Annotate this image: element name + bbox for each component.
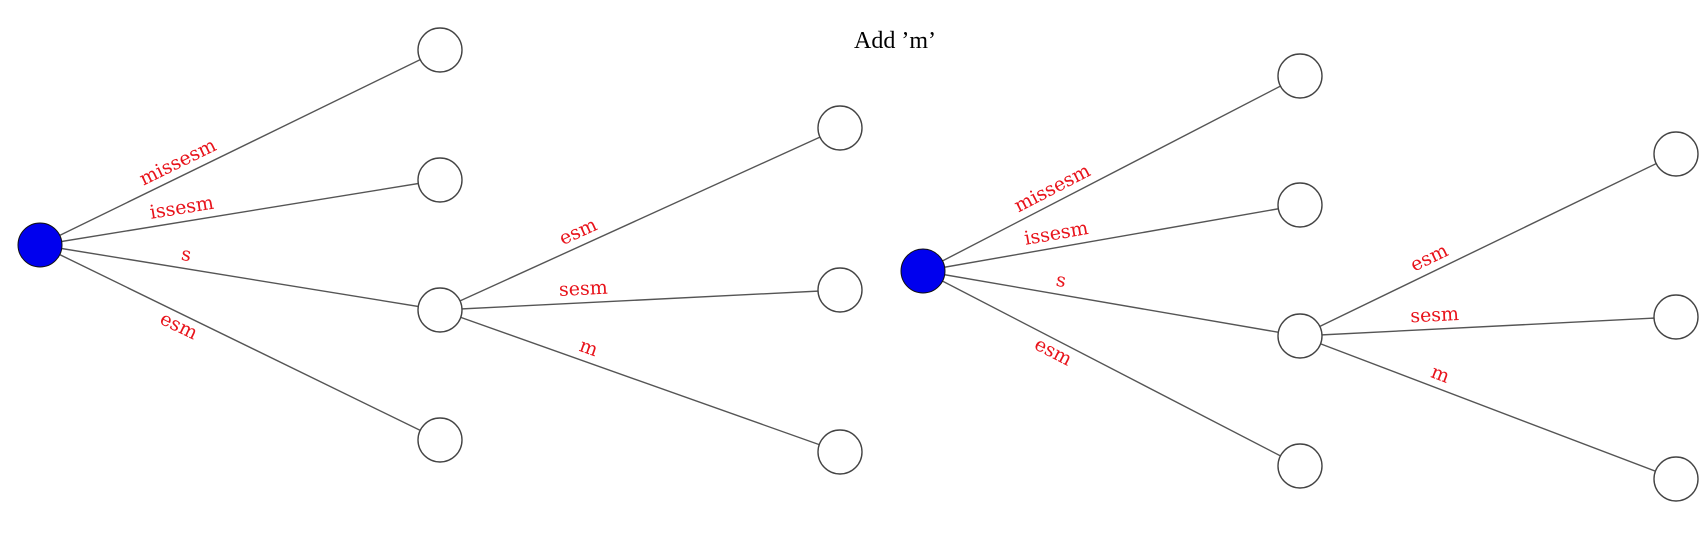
left-tree-leaf-node [817, 105, 863, 151]
right-tree-root-1-edge [922, 204, 1301, 272]
right-tree-branch-0-label: esm [1407, 239, 1452, 276]
right-tree-branch-1-label: sesm [1410, 303, 1460, 327]
right-tree-internal-node [1277, 313, 1323, 359]
right-tree-leaf-node [1277, 182, 1323, 228]
right-tree-leaf-node [1653, 131, 1699, 177]
left-tree-root-0-edge [39, 49, 441, 246]
left-tree-root-0-label: missesm [136, 134, 220, 190]
diagram-title: Add ’m’ [854, 28, 936, 54]
right-tree-branch-2-label: m [1428, 361, 1453, 388]
left-tree-branch-0-label: esm [556, 214, 601, 250]
right-tree-leaf-node [1277, 443, 1323, 489]
left-tree-leaf-node [417, 157, 463, 203]
left-tree-leaf-node [417, 417, 463, 463]
left-tree-branch-1-label: sesm [558, 277, 608, 301]
right-tree-root-2-label: s [1054, 269, 1067, 292]
right-tree-leaf-node [1653, 456, 1699, 502]
left-tree-internal-node [417, 287, 463, 333]
right-tree-leaf-node [1277, 53, 1323, 99]
trees-layer: missesmissesmsesmesmsesmmmissesmissesmse… [17, 27, 1699, 502]
left-tree-root-3-edge [39, 244, 441, 441]
right-tree-root-0-edge [922, 75, 1301, 272]
left-tree-branch-1-edge [439, 289, 841, 311]
right-tree-branch-2-edge [1299, 335, 1677, 480]
right-tree-leaf-node [1653, 294, 1699, 340]
left-tree-branch-2-edge [439, 309, 841, 453]
right-tree-root-1-label: issesm [1023, 217, 1090, 250]
right-tree-root-node [900, 248, 946, 294]
left-tree-root-1-label: issesm [148, 192, 215, 224]
left-tree-root-2-edge [39, 244, 441, 311]
right-tree-root-2-edge [922, 270, 1301, 337]
left-tree-leaf-node [817, 267, 863, 313]
left-tree-leaf-node [817, 429, 863, 475]
left-tree-root-3-label: esm [156, 308, 201, 345]
right-tree-branch-0-edge [1299, 153, 1677, 337]
right-tree-branch-1-edge [1299, 316, 1677, 337]
left-tree-root-1-edge [39, 179, 441, 246]
left-tree-branch-2-label: m [577, 335, 601, 362]
left-tree-root-2-label: s [180, 243, 193, 266]
left-tree-branch-0-edge [439, 127, 841, 311]
right-tree-root-3-label: esm [1031, 333, 1076, 370]
left-tree-root-node [17, 222, 63, 268]
right-tree-root-3-edge [922, 270, 1301, 467]
left-tree-leaf-node [417, 27, 463, 73]
